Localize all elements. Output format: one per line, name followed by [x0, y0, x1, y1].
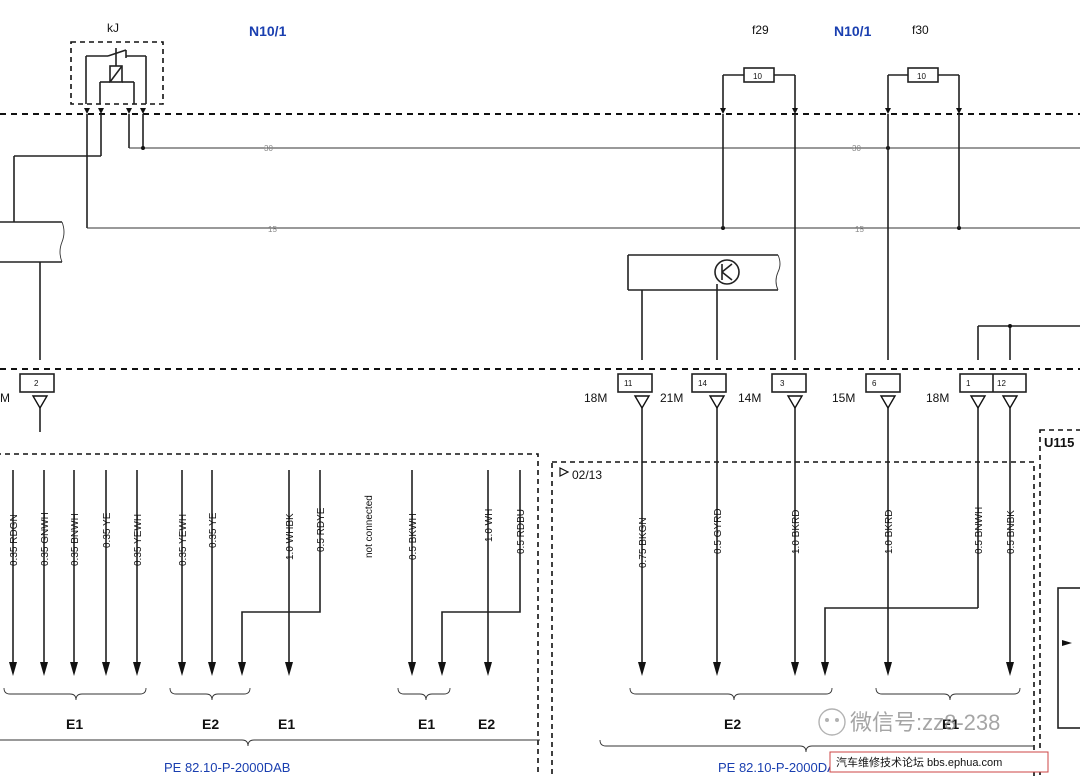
line-15-label-right: 15 — [855, 225, 864, 234]
n101-label-left: N10/1 — [249, 23, 287, 39]
svg-text:1: 1 — [966, 379, 971, 388]
group-label: E2 — [478, 716, 495, 732]
forum-banner: 汽车维修技术论坛 bbs.ephua.com — [829, 751, 1049, 773]
left-wires — [12, 470, 521, 662]
wire-label: 0.5 BKWH — [408, 513, 419, 560]
group-label: E1 — [418, 716, 435, 732]
wire-label: 0.35 YE — [102, 512, 113, 548]
arrowheads — [9, 662, 1014, 676]
pe-ref-left: PE 82.10-P-2000DAB — [164, 760, 290, 775]
svg-text:6: 6 — [872, 379, 877, 388]
wire-label: not connected — [364, 495, 375, 558]
pe-ref-right: PE 82.10-P-2000DAA — [718, 760, 845, 775]
svg-text:3: 3 — [780, 379, 785, 388]
wire-label: 1.0 WH — [484, 509, 495, 542]
connector-18M-1-12: 1 12 18M — [926, 373, 1027, 410]
group-label: E1 — [66, 716, 83, 732]
connector-M-left: 2 M — [0, 373, 55, 432]
right-lower-box — [551, 461, 1035, 776]
svg-text:21M: 21M — [660, 391, 683, 405]
n101-label-right: N10/1 — [834, 23, 872, 39]
svg-text:11: 11 — [624, 379, 633, 388]
connector-18M-11: 11 18M — [584, 373, 653, 410]
svg-text:15M: 15M — [832, 391, 855, 405]
fuse-f29-value: 10 — [753, 72, 762, 81]
wire-label: 1.0 BKRD — [884, 510, 895, 554]
wire-labels: 0.35 RDGN 0.35 GNWH 0.35 BNWH 0.35 YE 0.… — [9, 495, 1017, 568]
wire-label: 1.0 BKRD — [791, 510, 802, 554]
connector-0213-label: 02/13 — [572, 468, 602, 482]
watermark-text: 微信号:zz8-238 — [850, 710, 1000, 735]
wire-label: 0.35 YE — [208, 512, 219, 548]
svg-text:14M: 14M — [738, 391, 761, 405]
svg-text:18M: 18M — [584, 391, 607, 405]
wire-label: 0.5 RDYE — [316, 507, 327, 552]
group-label: E2 — [202, 716, 219, 732]
fuse-f29-label: f29 — [752, 23, 769, 37]
line-30-label-right: 30 — [852, 144, 861, 153]
sensor-module — [627, 254, 781, 360]
group-label: E1 — [278, 716, 295, 732]
wire-label: 1.0 WHBK — [285, 513, 296, 560]
svg-text:M: M — [0, 391, 10, 405]
relay-symbol — [85, 48, 147, 104]
group-label: E2 — [724, 716, 741, 732]
relay-label: kJ — [107, 21, 119, 35]
svg-text:2: 2 — [34, 379, 39, 388]
svg-text:14: 14 — [698, 379, 707, 388]
wire-label: 0.35 RDGN — [9, 514, 20, 566]
relay-pins — [13, 108, 146, 228]
forum-text: 汽车维修技术论坛 bbs.ephua.com — [836, 755, 1002, 769]
relay-box — [70, 41, 164, 105]
svg-text:12: 12 — [997, 379, 1006, 388]
fuse-f30: f30 10 — [885, 23, 962, 360]
connector-21M-14: 14 21M — [660, 373, 727, 410]
connector-14M-3: 3 14M — [738, 373, 807, 410]
wire-label: 0.5 RDBU — [516, 509, 527, 554]
fuse-f29: f29 10 — [720, 23, 798, 360]
group-braces — [0, 687, 1034, 753]
wire-label: 0.35 GNWH — [40, 512, 51, 566]
svg-text:18M: 18M — [926, 391, 949, 405]
wire-label: 0.35 BNWH — [70, 513, 81, 566]
connector-15M-6: 6 15M — [832, 373, 901, 410]
line-15-label-left: 15 — [268, 225, 277, 234]
wire-label: 0.5 GYRD — [713, 508, 724, 554]
wire-label: 0.5 BNWH — [974, 507, 985, 554]
wire-label: 0.75 BKGN — [638, 517, 649, 568]
left-lower-box — [0, 453, 539, 776]
u115-inner-box — [1057, 587, 1080, 729]
watermark: 微信号:zz8-238 — [818, 708, 1000, 736]
u115-label: U115 — [1044, 435, 1074, 450]
u115-box — [1039, 429, 1080, 776]
wire-label: 0.35 YEWH — [133, 514, 144, 566]
wire-label: 0.35 YEWH — [178, 514, 189, 566]
line-30-label-left: 30 — [264, 144, 273, 153]
fuse-f30-label: f30 — [912, 23, 929, 37]
left-module — [0, 221, 65, 360]
wire-label: 0.5 BNBK — [1006, 510, 1017, 554]
group-label: E1 — [942, 716, 959, 732]
fuse-f30-value: 10 — [917, 72, 926, 81]
